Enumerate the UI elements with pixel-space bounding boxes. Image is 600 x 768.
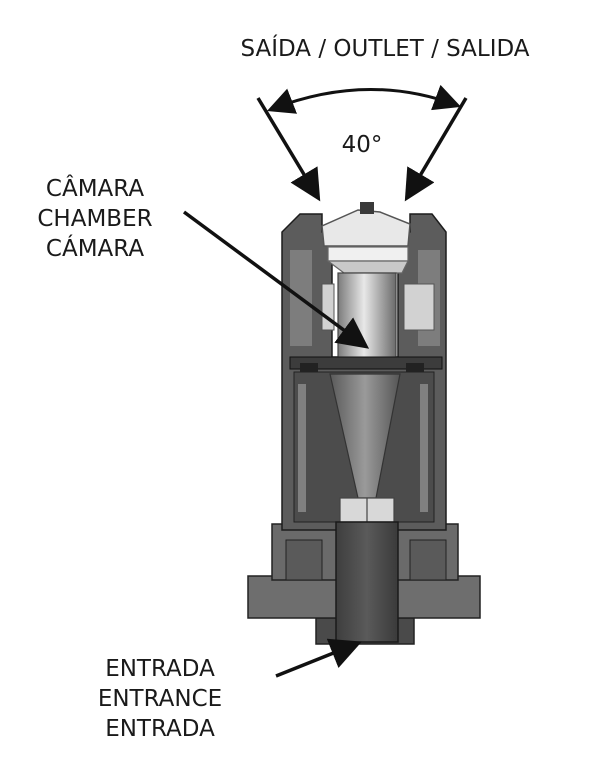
- inlet-label-en: ENTRANCE: [98, 686, 222, 712]
- spray-arrow-right: [404, 97, 468, 202]
- spray-angle-arc: [266, 84, 462, 114]
- spray-arrow-left: [256, 97, 321, 202]
- chamber-label: CÂMARA CHAMBER CÁMARA: [37, 174, 152, 262]
- inlet-arrow: [275, 638, 362, 678]
- inlet-label-es: ENTRADA: [105, 716, 215, 742]
- angle-label: 40°: [342, 132, 383, 158]
- chamber-label-es: CÁMARA: [46, 234, 144, 262]
- inlet-label-pt: ENTRADA: [105, 656, 215, 682]
- nozzle-body: [247, 202, 481, 645]
- chamber-label-pt: CÂMARA: [46, 174, 144, 202]
- chamber-label-en: CHAMBER: [37, 206, 152, 232]
- inlet-label: ENTRADA ENTRANCE ENTRADA: [98, 656, 222, 742]
- outlet-label: SAÍDA / OUTLET / SALIDA: [240, 34, 529, 62]
- chamber-arrow: [182, 210, 370, 349]
